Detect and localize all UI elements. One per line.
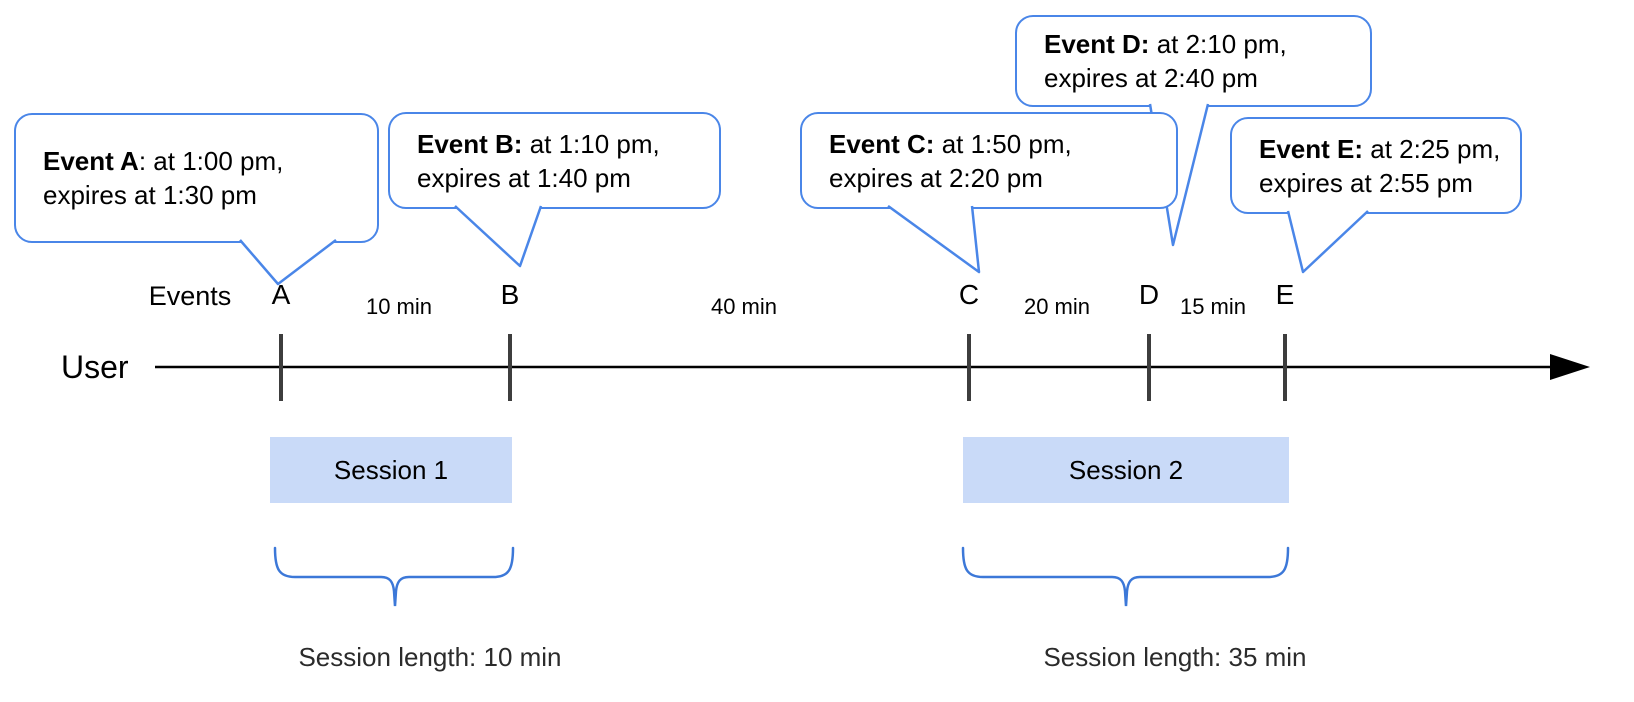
- event-c-callout-title: Event C:: [829, 128, 935, 159]
- events-axis-label: Events: [148, 281, 232, 311]
- event-c-callout-line2: expires at 2:20 pm: [829, 162, 1043, 193]
- tick-event-d: [1147, 334, 1151, 401]
- event-b-callout: Event B: at 1:10 pm, expires at 1:40 pm: [388, 112, 721, 209]
- session-1-length-label: Session length: 10 min: [298, 642, 562, 672]
- event-c-callout-tail: [887, 204, 981, 274]
- event-a-letter: A: [271, 279, 291, 310]
- event-e-callout-title: Event E:: [1259, 133, 1364, 164]
- event-b-letter: B: [500, 279, 520, 310]
- event-b-callout-line1: Event B: at 1:10 pm,: [417, 127, 711, 161]
- event-d-callout-time: at 2:10 pm,: [1149, 29, 1287, 59]
- session-2-brace: [961, 546, 1290, 607]
- event-e-callout-line2: expires at 2:55 pm: [1259, 167, 1473, 198]
- event-e-letter: E: [1275, 279, 1295, 310]
- event-b-callout-tail: [454, 205, 543, 268]
- event-a-callout-time: : at 1:00 pm,: [138, 146, 284, 176]
- event-a-callout-line2: expires at 1:30 pm: [43, 180, 257, 210]
- interval-d-e-label: 15 min: [1179, 294, 1247, 319]
- event-d-letter: D: [1138, 279, 1160, 310]
- event-c-callout: Event C: at 1:50 pm, expires at 2:20 pm: [800, 112, 1178, 209]
- interval-a-b-label: 10 min: [365, 294, 433, 319]
- event-e-callout-time: at 2:25 pm,: [1363, 133, 1501, 164]
- event-d-callout-line1: Event D: at 2:10 pm,: [1044, 27, 1362, 61]
- session-2-length-label: Session length: 35 min: [1043, 642, 1307, 672]
- session-2-box: Session 2: [963, 437, 1289, 503]
- event-b-callout-line2: expires at 1:40 pm: [417, 162, 631, 193]
- event-a-callout-tail: [239, 239, 337, 286]
- event-d-callout: Event D: at 2:10 pm, expires at 2:40 pm: [1015, 15, 1372, 107]
- event-e-callout: Event E: at 2:25 pm, expires at 2:55 pm: [1230, 117, 1522, 214]
- event-a-callout-line1: Event A: at 1:00 pm,: [43, 144, 369, 178]
- event-a-callout: Event A: at 1:00 pm, expires at 1:30 pm: [14, 113, 379, 243]
- interval-b-c-label: 40 min: [710, 294, 778, 319]
- user-axis-label: User: [61, 349, 129, 385]
- interval-c-d-label: 20 min: [1023, 294, 1091, 319]
- event-b-callout-time: at 1:10 pm,: [522, 128, 660, 159]
- event-c-letter: C: [958, 279, 980, 310]
- session-2-label: Session 2: [1068, 454, 1184, 485]
- session-1-label: Session 1: [333, 454, 449, 485]
- event-e-callout-line1: Event E: at 2:25 pm,: [1259, 132, 1512, 166]
- tick-event-c: [967, 334, 971, 401]
- event-c-callout-time: at 1:50 pm,: [934, 128, 1072, 159]
- event-e-callout-tail: [1286, 210, 1369, 274]
- event-d-callout-line2: expires at 2:40 pm: [1044, 63, 1258, 93]
- tick-event-b: [508, 334, 512, 401]
- timeline-arrowhead-icon: [1550, 354, 1590, 380]
- event-b-callout-title: Event B:: [417, 128, 523, 159]
- event-d-callout-title: Event D:: [1044, 29, 1150, 59]
- session-1-box: Session 1: [270, 437, 512, 503]
- tick-event-e: [1283, 334, 1287, 401]
- event-a-callout-title: Event A: [43, 146, 139, 176]
- session-1-brace: [273, 546, 515, 607]
- event-c-callout-line1: Event C: at 1:50 pm,: [829, 127, 1168, 161]
- tick-event-a: [279, 334, 283, 401]
